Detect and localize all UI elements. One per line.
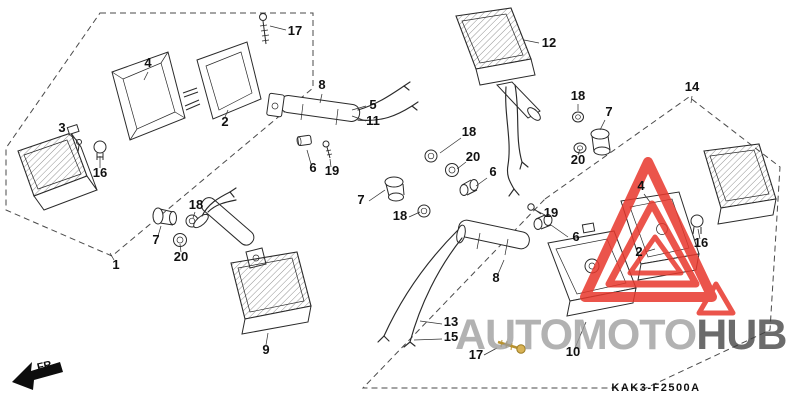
part-callout-16: 16 — [93, 165, 107, 180]
part-callout-18c: 18 — [393, 208, 407, 223]
part-callout-20b: 20 — [571, 152, 585, 167]
part-callouts: 17 12 4 14 8 3 2 5 11 16 6 19 18 20 18 7… — [58, 23, 708, 362]
part-callout-2b: 2 — [635, 244, 642, 259]
part-callout-13: 13 — [444, 314, 458, 329]
winker-lamp-bottom-right — [547, 222, 637, 317]
part-callout-3: 3 — [58, 120, 65, 135]
mount-hardware-lower-left — [152, 207, 199, 247]
watermark: AUTOMOTOHUB — [455, 157, 787, 359]
part-callout-6b: 6 — [489, 164, 496, 179]
part-callout-19b: 19 — [544, 205, 558, 220]
part-callout-4: 4 — [144, 55, 152, 70]
bulb-left — [93, 140, 107, 160]
diagram-code: KAK3-F2500A — [611, 382, 700, 394]
lamp-housing-left — [111, 51, 186, 141]
part-callout-7c: 7 — [152, 232, 159, 247]
part-callout-8: 8 — [318, 77, 325, 92]
part-callout-6: 6 — [309, 160, 316, 175]
part-callout-10: 10 — [566, 344, 580, 359]
front-left-winker-lamp — [17, 123, 98, 211]
fr-direction-arrow — [12, 362, 63, 390]
winker-stay-upper — [266, 81, 419, 126]
highlighted-screw — [497, 339, 526, 354]
part-callout-8b: 8 — [492, 270, 499, 285]
part-callout-6c: 6 — [572, 229, 579, 244]
left-assembly-boundary — [5, 12, 314, 257]
watermark-text-secondary: HUB — [696, 311, 786, 359]
part-callout-5: 5 — [369, 97, 376, 112]
winker-lamp-bottom-left — [230, 251, 312, 335]
watermark-text-primary: AUTOMOTO — [455, 311, 696, 359]
right-assembly-boundary — [361, 96, 781, 389]
reflector-plate — [182, 41, 262, 120]
part-callout-19: 19 — [325, 163, 339, 178]
collar-and-screw-upper — [296, 134, 333, 159]
part-callout-18b: 18 — [571, 88, 585, 103]
lens-screw-top — [259, 13, 270, 45]
part-callout-17: 17 — [288, 23, 302, 38]
assembly-boundaries — [5, 12, 781, 389]
part-callout-2: 2 — [221, 114, 228, 129]
mount-hardware-middle — [384, 149, 479, 218]
rear-winker-lamp-top-right — [455, 7, 541, 197]
watermark-text: AUTOMOTOHUB — [455, 311, 786, 359]
part-callout-20c: 20 — [174, 249, 188, 264]
part-callout-7: 7 — [605, 104, 612, 119]
part-callout-18d: 18 — [189, 197, 203, 212]
mount-hardware-top-right — [572, 111, 611, 156]
part-callout-11: 11 — [366, 113, 380, 128]
part-callout-7b: 7 — [357, 192, 364, 207]
part-callout-1: 1 — [112, 257, 119, 272]
brand-triangle-logo — [580, 157, 736, 316]
callout-leader-lines — [67, 25, 701, 356]
part-callout-14: 14 — [685, 79, 700, 94]
part-callout-12: 12 — [542, 35, 556, 50]
part-callout-16b: 16 — [694, 235, 708, 250]
fr-label: FR. — [36, 358, 56, 374]
part-callout-15: 15 — [444, 329, 458, 344]
part-callout-17b: 17 — [469, 347, 483, 362]
part-callout-20: 20 — [466, 149, 480, 164]
part-callout-18: 18 — [462, 124, 476, 139]
part-callout-4b: 4 — [637, 178, 645, 193]
fr-direction-indicator: FR. — [12, 358, 63, 390]
part-callout-9: 9 — [262, 342, 269, 357]
